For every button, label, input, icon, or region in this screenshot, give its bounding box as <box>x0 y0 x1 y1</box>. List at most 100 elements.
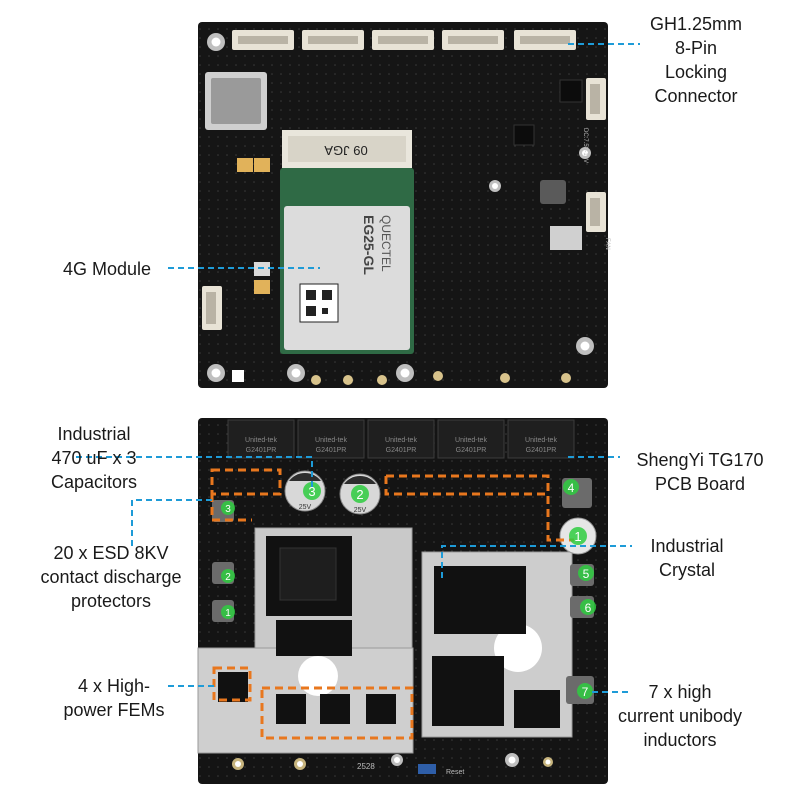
fem-chip <box>366 694 396 724</box>
fem-chip <box>320 694 350 724</box>
antenna-socket <box>561 373 571 383</box>
marker-esd-2: 2 <box>221 569 235 583</box>
marker-3: 3 <box>303 482 321 500</box>
mounting-hole <box>396 364 414 382</box>
soc-chip <box>434 566 526 634</box>
qr-code <box>299 283 339 323</box>
bottom-board: United-tek G2401PR United-tek G2401PR Un… <box>197 418 608 784</box>
chip-brand: United-tek <box>385 437 417 444</box>
callout-inductors: 7 x high current unibody inductors <box>617 682 743 750</box>
reset-button <box>418 764 436 774</box>
svg-text:6: 6 <box>585 601 592 615</box>
shield-hole <box>494 624 542 672</box>
antenna-socket <box>311 375 321 385</box>
mounting-hole <box>579 147 591 159</box>
antenna-socket <box>377 375 387 385</box>
chip-model: G2401PR <box>386 447 417 454</box>
marker-1: 1 <box>569 527 587 545</box>
highlight-fems <box>212 666 414 740</box>
leader-lines <box>76 43 640 693</box>
mounting-hole <box>294 758 306 770</box>
mounting-hole <box>543 757 553 767</box>
marker-2: 2 <box>351 485 369 503</box>
antenna-socket <box>433 371 443 381</box>
lan-chip: United-tek G2401PR <box>367 419 435 459</box>
side-connector <box>202 286 222 330</box>
soc-die <box>279 547 337 601</box>
marker-esd-1: 1 <box>221 605 235 619</box>
callout-esd: 20 x ESD 8KV contact discharge protector… <box>40 543 182 611</box>
marker-6: 6 <box>580 599 596 615</box>
marker-7: 7 <box>577 683 593 699</box>
svg-text:7: 7 <box>582 685 589 699</box>
sim-slot <box>205 72 267 130</box>
mounting-hole <box>576 337 594 355</box>
chip-model: G2401PR <box>246 447 277 454</box>
mounting-hole <box>489 180 501 192</box>
shield-hole <box>298 656 338 696</box>
svg-text:3: 3 <box>308 484 315 499</box>
svg-text:3: 3 <box>225 504 231 515</box>
svg-text:1: 1 <box>225 608 231 619</box>
chip-brand: United-tek <box>455 437 487 444</box>
mounting-hole <box>207 33 225 51</box>
svg-text:1: 1 <box>574 529 581 544</box>
chip-brand: United-tek <box>245 437 277 444</box>
smd-component <box>237 158 253 172</box>
antenna-socket <box>500 373 510 383</box>
leader-crystal <box>441 545 632 578</box>
marker-esd-3: 3 <box>221 501 235 515</box>
mounting-hole <box>207 364 225 382</box>
reset-label: Reset <box>446 769 464 776</box>
lan-chip: United-tek G2401PR <box>297 419 365 459</box>
cap-voltage: 25V <box>354 507 367 514</box>
lan-chip: United-tek G2401PR <box>227 419 295 459</box>
smd-component <box>254 158 270 172</box>
gh-connector <box>442 30 504 50</box>
callout-connector: GH1.25mm 8-Pin Locking Connector <box>649 14 743 106</box>
mounting-hole <box>232 758 244 770</box>
callout-pcb: ShengYi TG170 PCB Board <box>636 450 764 494</box>
module-model: EG25-GL <box>361 215 377 275</box>
chip-model: G2401PR <box>526 447 557 454</box>
smd-component <box>550 226 582 250</box>
gh-connector <box>372 30 434 50</box>
led <box>232 370 244 382</box>
side-connector <box>586 78 606 120</box>
chip-brand: United-tek <box>525 437 557 444</box>
chip <box>559 79 583 103</box>
mounting-hole <box>287 364 305 382</box>
fem-chip <box>276 694 306 724</box>
fan-label: FAN <box>604 238 610 250</box>
cap-voltage: 25V <box>299 504 312 511</box>
chip-model: G2401PR <box>316 447 347 454</box>
power-label: DC:7.5V-16V <box>582 128 588 163</box>
module-4g: QUECTEL EG25-GL <box>280 168 414 354</box>
side-connector <box>586 192 606 232</box>
svg-text:2: 2 <box>225 572 231 583</box>
marker-4: 4 <box>563 479 579 495</box>
smd-component <box>254 280 270 294</box>
highlight-esd-2 <box>210 494 252 522</box>
mpcie-label: 09 JGA <box>324 143 368 158</box>
mounting-hole <box>391 754 403 766</box>
bottom-mark: 2528 <box>357 762 375 771</box>
mpcie-slot: 09 JGA <box>282 130 412 168</box>
highlight-esd-3 <box>384 474 574 542</box>
fem-chip <box>218 672 248 702</box>
gh-connector <box>232 30 294 50</box>
chip-brand: United-tek <box>315 437 347 444</box>
gh-connector <box>514 30 576 50</box>
lan-chip: United-tek G2401PR <box>507 419 575 459</box>
chip <box>513 124 535 146</box>
ram-chip <box>432 656 504 726</box>
mounting-hole <box>505 753 519 767</box>
antenna-socket <box>343 375 353 385</box>
ram-chip <box>276 620 352 656</box>
svg-text:4: 4 <box>568 481 575 495</box>
inductor <box>540 180 566 204</box>
leader-capacitors <box>76 456 313 488</box>
callout-capacitors: Industrial 470 uF x 3 Capacitors <box>50 424 138 492</box>
svg-text:5: 5 <box>583 567 590 581</box>
